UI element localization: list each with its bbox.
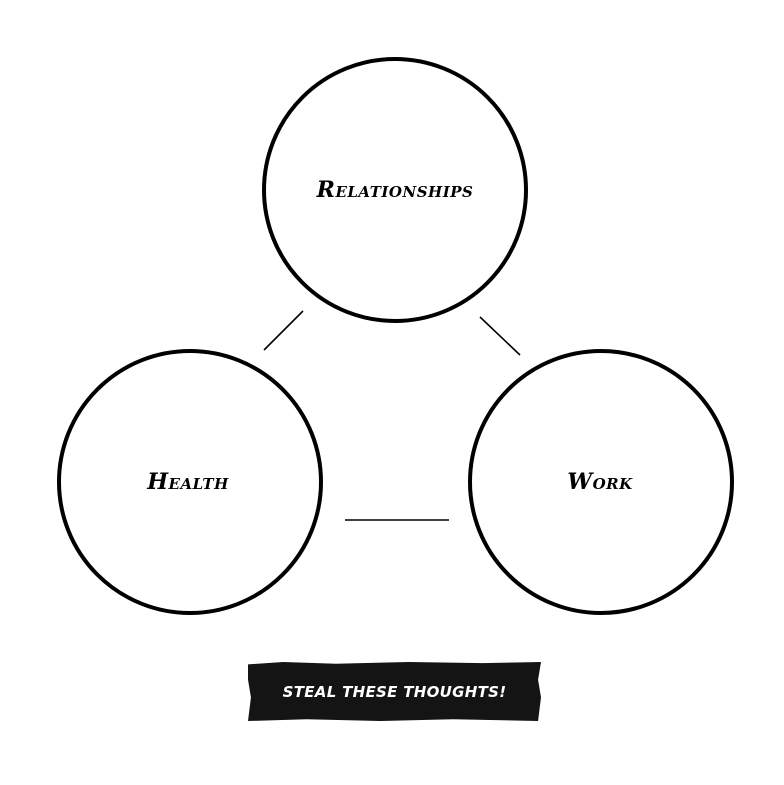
node-relationships-circle xyxy=(262,57,528,323)
node-health-circle xyxy=(57,349,323,615)
edge-relationships-health xyxy=(263,310,304,351)
edge-relationships-work xyxy=(479,316,521,356)
node-work-label: Work xyxy=(567,469,633,495)
node-health-label: Health xyxy=(147,469,229,495)
steal-these-thoughts-button[interactable]: STEAL THESE THOUGHTS! xyxy=(248,662,541,721)
node-relationships-label: Relationships xyxy=(316,177,474,203)
node-work-circle xyxy=(468,349,734,615)
steal-these-thoughts-label: STEAL THESE THOUGHTS! xyxy=(282,682,507,701)
